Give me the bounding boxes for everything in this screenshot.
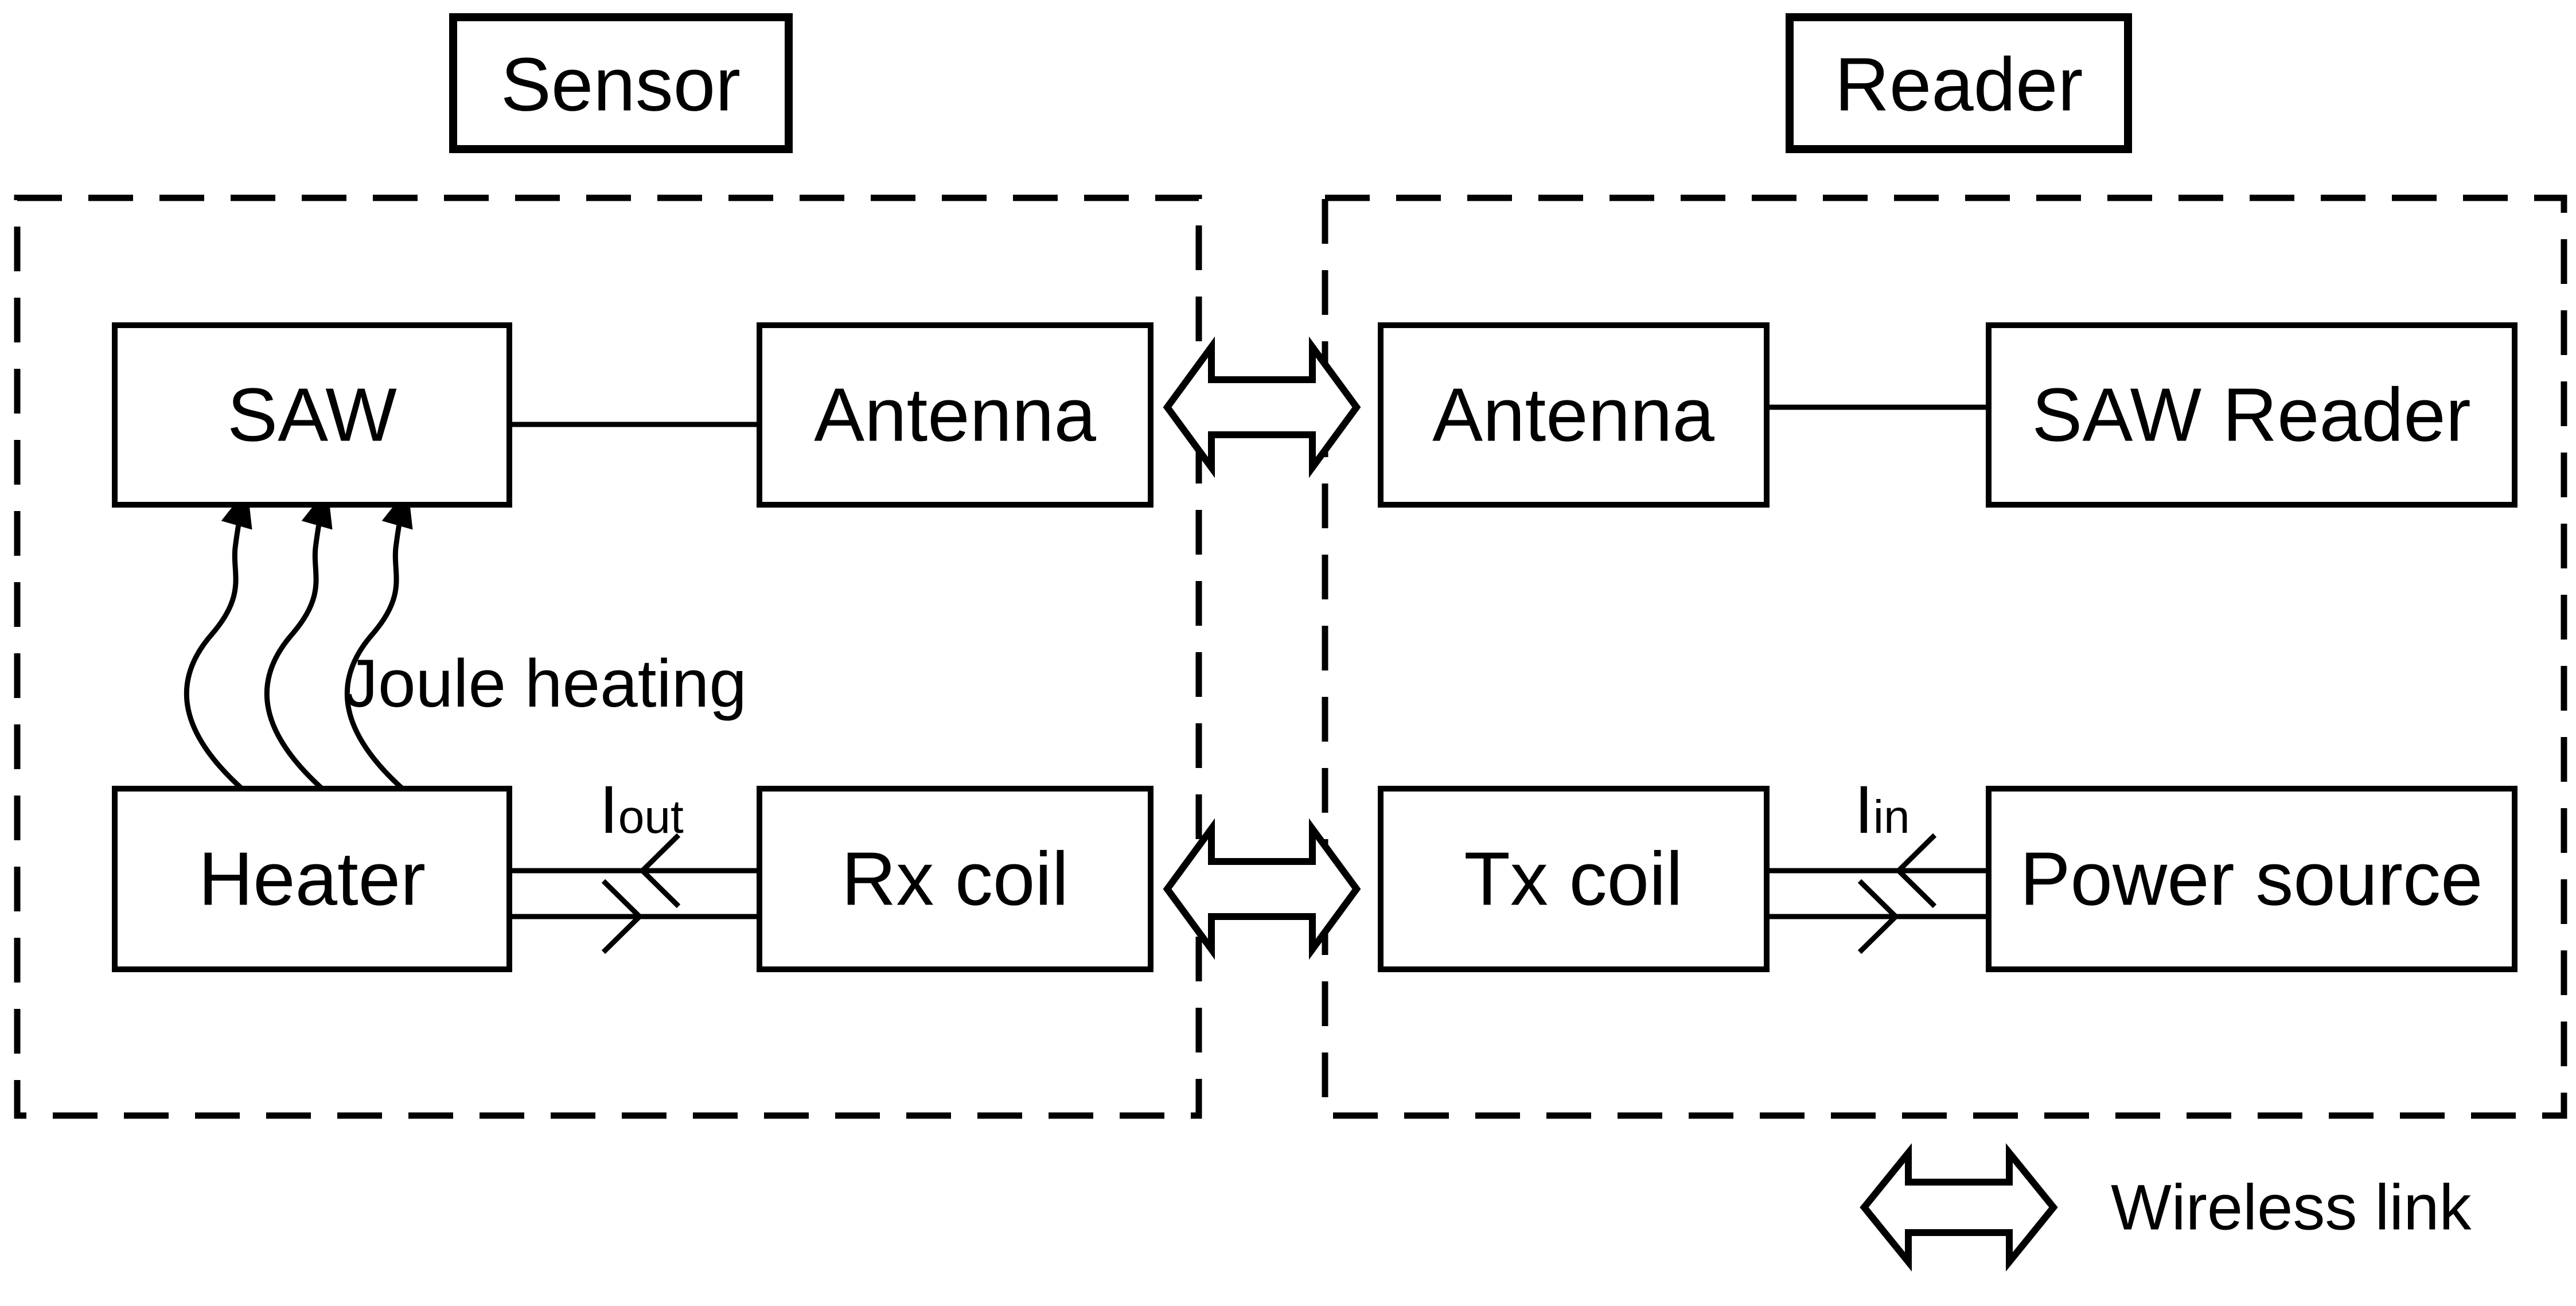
joule-heating-arrow (264, 488, 333, 793)
reader-dashed-boundary (1322, 194, 2567, 1119)
current-out-symbol: I (599, 772, 618, 848)
current-in-right-arrowhead (1857, 879, 1900, 954)
sensor-dashed-boundary (14, 194, 1202, 1119)
saw-label: SAW (227, 373, 397, 457)
tx-coil-box (1378, 786, 1770, 972)
wireless-link-legend-label: Wireless link (2111, 1172, 2472, 1243)
heater-box (112, 786, 512, 972)
saw-box (112, 322, 512, 508)
reader-antenna-label: Antenna (1432, 373, 1714, 457)
wireless-link-arrow-antennas (1163, 336, 1361, 478)
current-in-left-arrowhead (1895, 833, 1937, 909)
rx-coil-label: Rx coil (841, 837, 1069, 921)
tx-coil-label: Tx coil (1464, 837, 1682, 921)
sensor-title: Sensor (501, 42, 741, 127)
joule-heating-arrow (344, 488, 413, 793)
current-out-left-arrowhead (638, 833, 681, 909)
rx-coil-box (757, 786, 1153, 972)
heater-label: Heater (198, 837, 426, 921)
sensor-antenna-box (757, 322, 1153, 508)
saw-reader-box (1986, 322, 2517, 508)
wireless-link-arrow-coils (1163, 818, 1361, 960)
reader-title: Reader (1835, 42, 2083, 127)
power-source-label: Power source (2020, 837, 2483, 921)
current-out-subscript: out (618, 791, 684, 843)
power-source-box (1986, 786, 2517, 972)
current-in-subscript: in (1873, 791, 1910, 843)
reader-antenna-box (1378, 322, 1770, 508)
current-in-symbol: I (1854, 772, 1873, 848)
wireless-link-legend-icon (1860, 1143, 2058, 1272)
current-out-label: Iout (599, 772, 684, 848)
saw-reader-label: SAW Reader (2032, 373, 2470, 457)
reader-title-box (1786, 13, 2132, 153)
joule-heating-arrow (184, 488, 252, 793)
sensor-title-box (449, 13, 793, 153)
current-in-label: Iin (1854, 772, 1910, 848)
current-out-right-arrowhead (601, 879, 644, 954)
joule-heating-label: Joule heating (344, 646, 747, 722)
sensor-antenna-label: Antenna (814, 373, 1096, 457)
